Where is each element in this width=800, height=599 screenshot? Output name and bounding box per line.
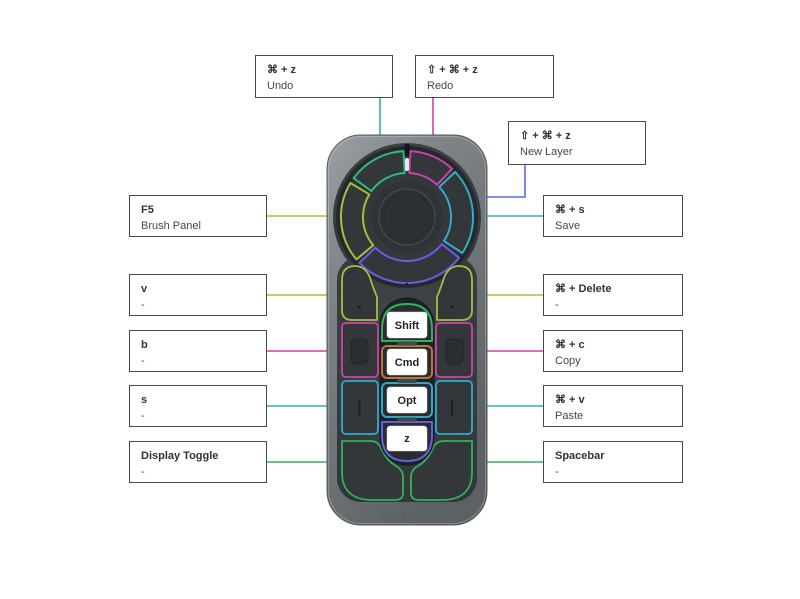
callout-save[interactable]: ⌘ + s Save bbox=[543, 195, 683, 237]
key-cmd-chip bbox=[386, 348, 428, 376]
action-text: Redo bbox=[427, 80, 454, 92]
key-connector-2 bbox=[397, 379, 417, 383]
shortcut-text: ⌘ + s bbox=[555, 204, 585, 216]
button-spacebar[interactable] bbox=[410, 440, 473, 501]
shortcut-text: s bbox=[141, 394, 148, 406]
ring-segment-new-layer[interactable] bbox=[358, 243, 460, 285]
ring-segment-redo[interactable] bbox=[408, 150, 453, 186]
button-cmd-delete[interactable] bbox=[436, 265, 473, 321]
shortcut-text: ⇧ + ⌘ + z bbox=[427, 64, 478, 76]
key-cmd-label: Cmd bbox=[395, 357, 419, 369]
key-opt-label: Opt bbox=[398, 395, 417, 407]
shortcut-text: ⌘ + c bbox=[555, 339, 585, 351]
callout-redo[interactable]: ⇧ + ⌘ + z Redo bbox=[415, 55, 554, 98]
action-text: Brush Panel bbox=[141, 220, 201, 232]
key-connector-3 bbox=[397, 417, 417, 422]
shortcut-text: Display Toggle bbox=[141, 450, 219, 462]
button-b-ridge bbox=[350, 338, 369, 365]
key-shift-label: Shift bbox=[395, 320, 420, 332]
button-v[interactable] bbox=[341, 265, 378, 321]
ring-center-button-face bbox=[385, 195, 429, 239]
key-z-label: z bbox=[404, 433, 410, 445]
callout-cmd-delete[interactable]: ⌘ + Delete - bbox=[543, 274, 683, 316]
callout-undo[interactable]: ⌘ + z Undo bbox=[255, 55, 393, 98]
callout-spacebar[interactable]: Spacebar - bbox=[543, 441, 683, 483]
key-shift-chip bbox=[386, 311, 428, 339]
key-connector-1 bbox=[397, 341, 417, 346]
ring-segment-brush-panel[interactable] bbox=[340, 182, 375, 261]
key-labels: Shift Cmd Opt z bbox=[386, 311, 428, 452]
button-display-toggle[interactable] bbox=[341, 440, 404, 501]
action-text: - bbox=[141, 299, 145, 311]
callout-paste[interactable]: ⌘ + v Paste bbox=[543, 385, 683, 427]
callout-new-layer[interactable]: ⇧ + ⌘ + z New Layer bbox=[508, 121, 646, 165]
shortcut-text: Spacebar bbox=[555, 450, 605, 462]
ring-bottom-dot bbox=[405, 282, 409, 286]
shortcut-text: ⌘ + v bbox=[555, 394, 585, 406]
callout-s[interactable]: s - bbox=[129, 385, 267, 427]
shortcut-text: ⇧ + ⌘ + z bbox=[520, 130, 571, 142]
action-text: Undo bbox=[267, 80, 294, 92]
ring-segment-save[interactable] bbox=[438, 171, 474, 254]
callout-display-toggle[interactable]: Display Toggle - bbox=[129, 441, 267, 483]
action-text: - bbox=[555, 299, 559, 311]
shortcut-text: ⌘ + z bbox=[267, 64, 297, 76]
key-opt-chip bbox=[386, 386, 428, 414]
action-text: - bbox=[141, 410, 145, 422]
shortcut-text: ⌘ + Delete bbox=[555, 283, 612, 295]
side-buttons bbox=[341, 265, 473, 501]
action-text: New Layer bbox=[520, 146, 573, 158]
action-text: Save bbox=[555, 220, 581, 232]
key-z-chip bbox=[386, 425, 428, 452]
action-text: Paste bbox=[555, 410, 584, 422]
ring-segment-undo[interactable] bbox=[352, 150, 406, 193]
action-text: Copy bbox=[555, 355, 581, 367]
shortcut-text: v bbox=[141, 283, 148, 295]
shortcut-text: b bbox=[141, 339, 148, 351]
wacom-remote-device: Shift Cmd Opt z wacom bbox=[326, 134, 488, 526]
ring-led-indicator bbox=[405, 158, 409, 171]
ring-top-notch bbox=[404, 144, 410, 156]
action-text: - bbox=[141, 355, 145, 367]
button-v-dot bbox=[358, 305, 361, 309]
button-copy-ridge bbox=[445, 338, 464, 365]
shortcut-text: F5 bbox=[141, 204, 154, 216]
ring-segments bbox=[340, 150, 474, 285]
action-text: - bbox=[555, 466, 559, 478]
device-body-bevel bbox=[328, 136, 486, 524]
callout-b[interactable]: b - bbox=[129, 330, 267, 372]
wacom-logo: wacom bbox=[378, 505, 434, 522]
callout-copy[interactable]: ⌘ + c Copy bbox=[543, 330, 683, 372]
callout-brush-panel[interactable]: F5 Brush Panel bbox=[129, 195, 267, 237]
button-paste[interactable] bbox=[435, 380, 473, 435]
button-cmd-delete-dot bbox=[450, 305, 454, 309]
callout-v[interactable]: v - bbox=[129, 274, 267, 316]
action-text: - bbox=[141, 466, 145, 478]
